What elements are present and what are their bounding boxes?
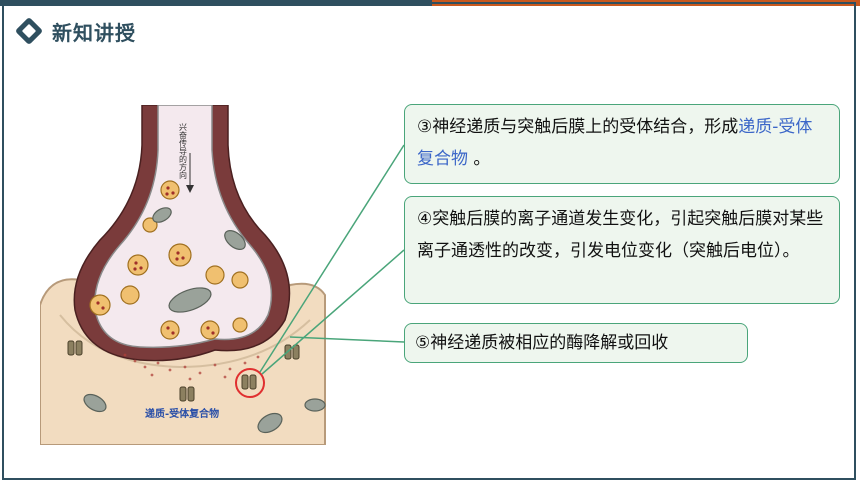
diamond-icon xyxy=(14,16,44,46)
callout-5-text: ⑤神经递质被相应的酶降解或回收 xyxy=(415,333,669,353)
section-title: 新知讲授 xyxy=(52,20,136,45)
callout-3-text: ③神经递质与突触后膜上的受体结合，形成 xyxy=(417,117,739,137)
callout-3-highlight: 递质-受体复合物 xyxy=(417,117,813,169)
mitochondria xyxy=(83,207,326,434)
callout-4-text: ④突触后膜的离子通道发生变化，引起突触后膜对某些离子通透性的改变，引发电位变化（… xyxy=(417,209,824,261)
conduction-direction-label: 兴奋传导的方向 xyxy=(179,123,188,179)
callout-3-end: 。 xyxy=(473,149,491,169)
callout-step-3: ③神经递质与突触后膜上的受体结合，形成递质-受体复合物 。 xyxy=(404,104,840,184)
complex-label: 递质-受体复合物 xyxy=(145,407,219,420)
synapse-diagram: 兴奋传导的方向 递质-受体复合物 xyxy=(40,105,326,445)
callout-step-4: ④突触后膜的离子通道发生变化，引起突触后膜对某些离子通透性的改变，引发电位变化（… xyxy=(404,196,840,304)
receptor-highlight-circle xyxy=(235,368,265,398)
synaptic-vesicles xyxy=(89,180,249,340)
callout-step-5: ⑤神经递质被相应的酶降解或回收 xyxy=(404,323,748,363)
section-header: 新知讲授 xyxy=(14,14,136,48)
